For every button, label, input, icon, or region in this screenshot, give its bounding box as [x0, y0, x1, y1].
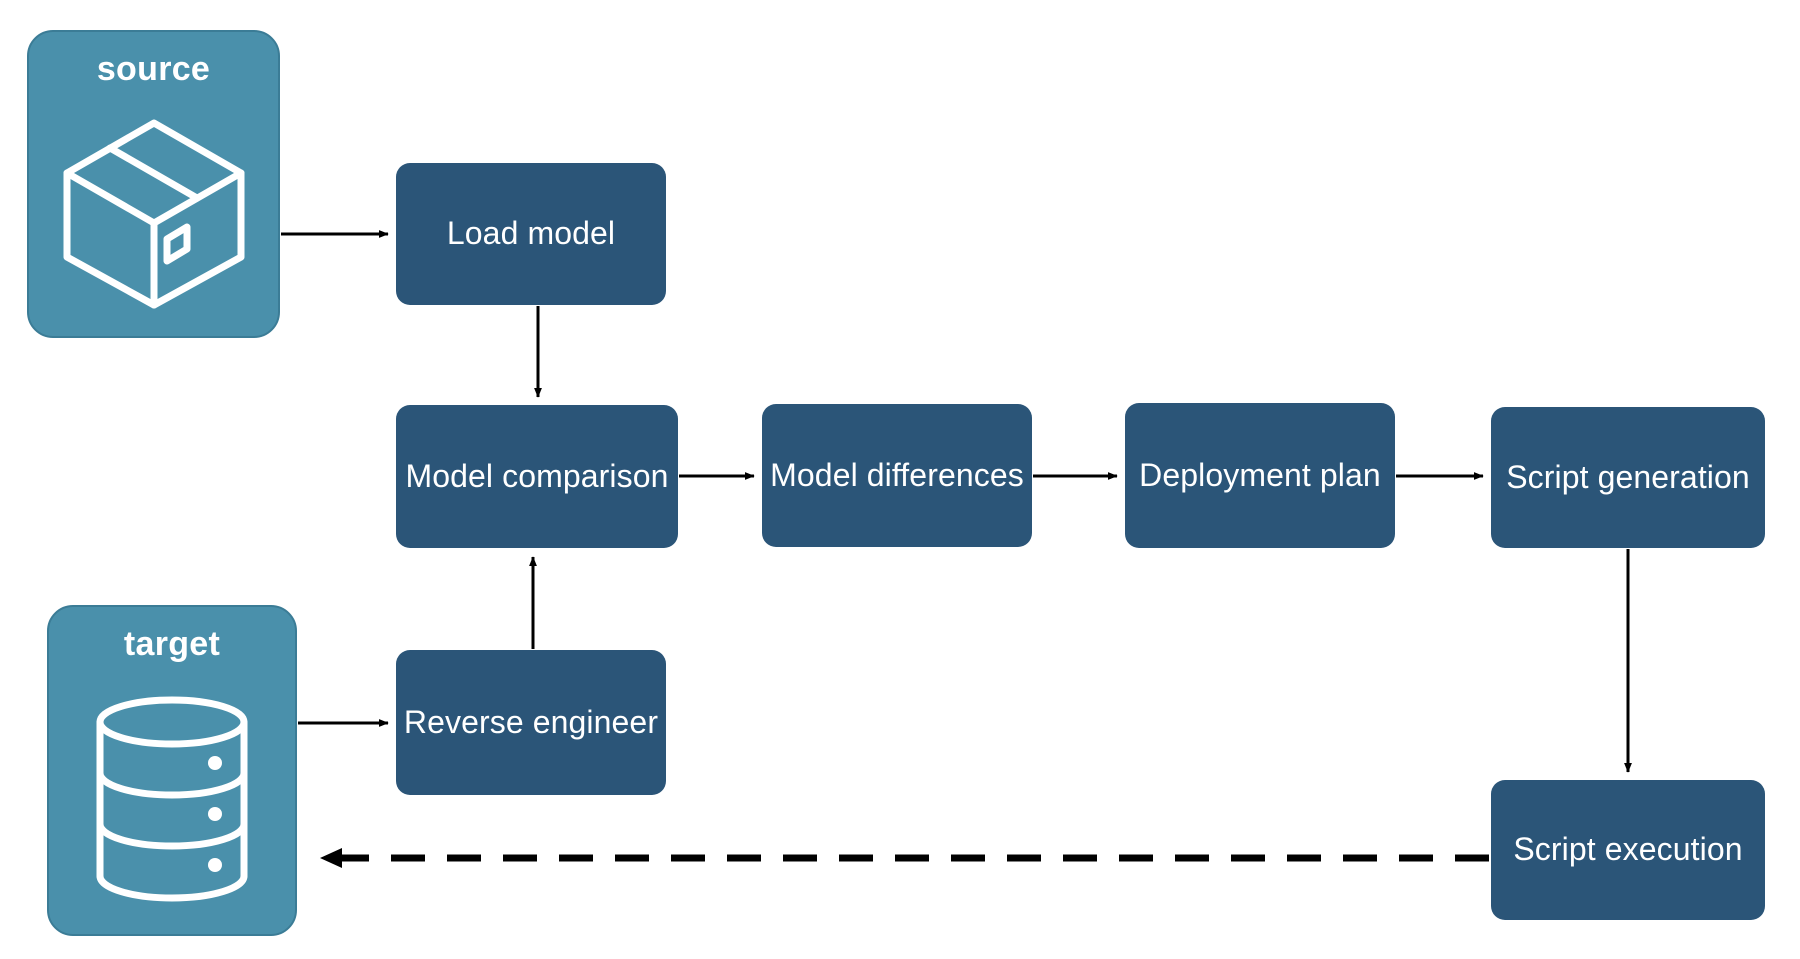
- process-model-comparison[interactable]: Model comparison: [396, 405, 678, 548]
- process-reverse-engineer-label: Reverse engineer: [403, 703, 659, 740]
- database-cylinder-icon: [49, 664, 295, 934]
- process-model-differences[interactable]: Model differences: [762, 404, 1032, 547]
- process-script-execution-label: Script execution: [1513, 831, 1743, 868]
- endpoint-target[interactable]: target: [47, 605, 297, 936]
- process-load-model-label: Load model: [446, 215, 616, 252]
- process-script-execution[interactable]: Script execution: [1491, 780, 1765, 920]
- endpoint-source[interactable]: source: [27, 30, 280, 338]
- process-model-differences-label: Model differences: [770, 456, 1024, 493]
- endpoint-source-label: source: [96, 50, 211, 88]
- process-model-comparison-label: Model comparison: [405, 457, 669, 494]
- process-load-model[interactable]: Load model: [396, 163, 666, 305]
- endpoint-target-label: target: [123, 625, 221, 663]
- process-script-generation-label: Script generation: [1506, 458, 1750, 495]
- process-reverse-engineer[interactable]: Reverse engineer: [396, 650, 666, 795]
- process-deployment-plan-label: Deployment plan: [1139, 456, 1381, 493]
- process-deployment-plan[interactable]: Deployment plan: [1125, 403, 1395, 548]
- process-script-generation[interactable]: Script generation: [1491, 407, 1765, 548]
- package-box-icon: [29, 89, 278, 336]
